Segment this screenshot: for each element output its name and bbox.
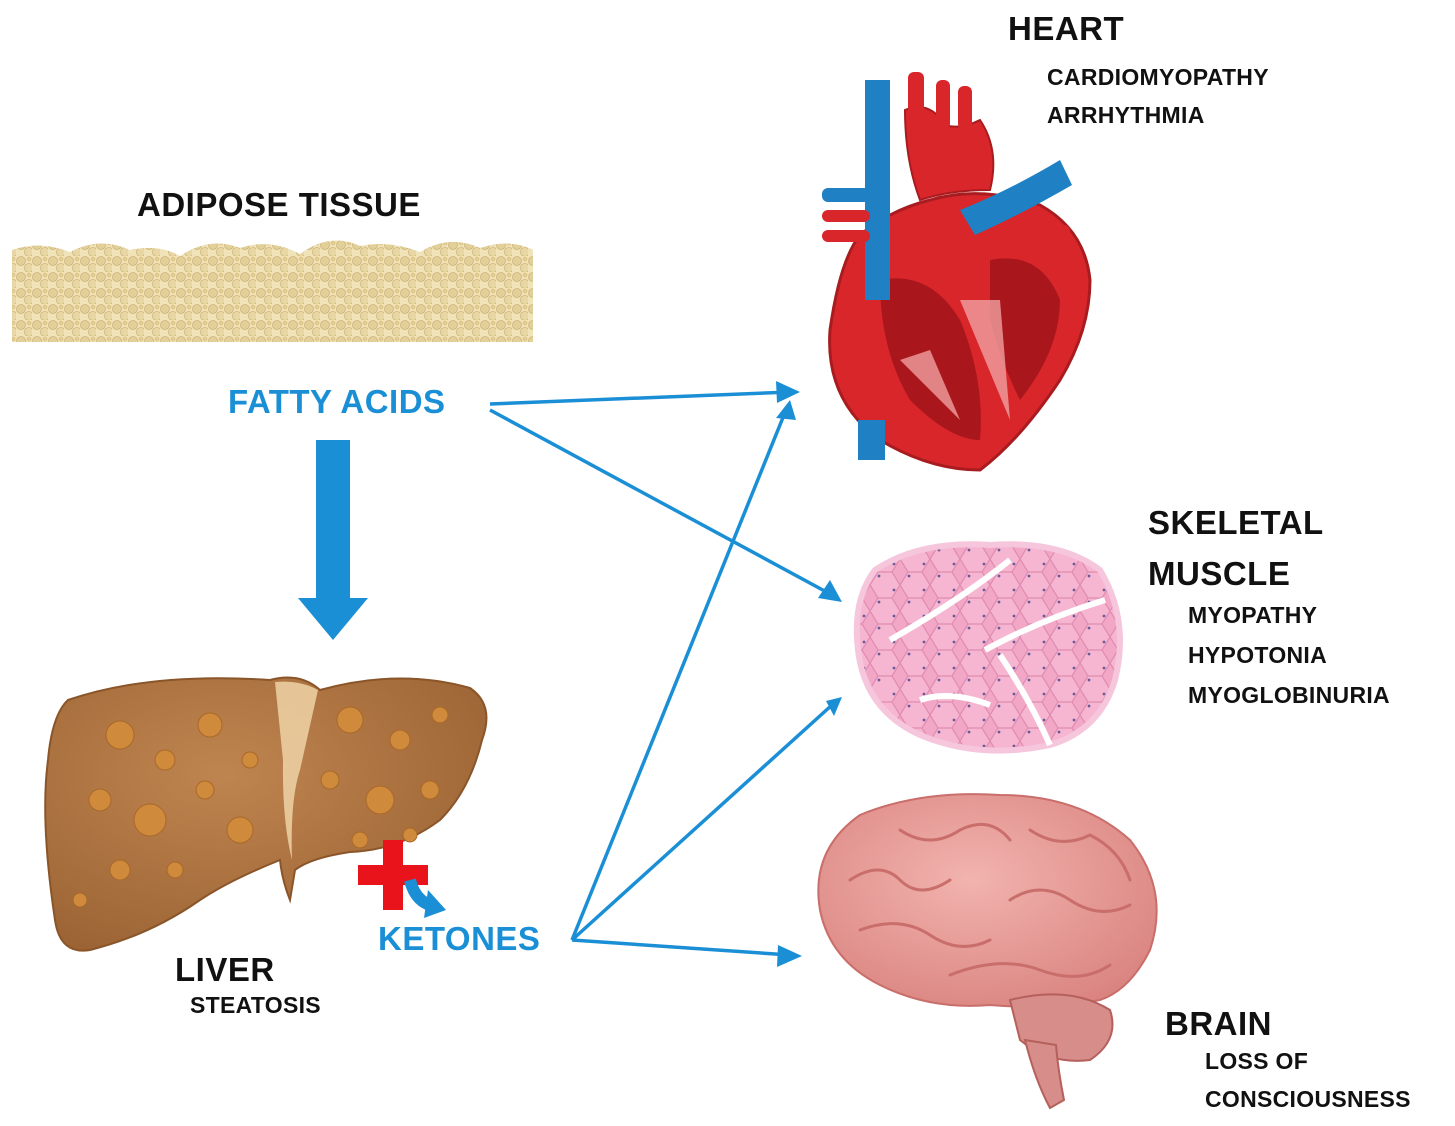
brain-illustration <box>817 793 1158 1110</box>
small-blue-arrow-icon <box>404 878 446 918</box>
adipose-tissue-label: ADIPOSE TISSUE <box>137 186 421 223</box>
adipose-tissue-illustration <box>12 240 533 342</box>
liver-illustration <box>44 676 488 952</box>
liver-condition-steatosis: STEATOSIS <box>190 992 321 1018</box>
liver-label: LIVER <box>175 951 275 988</box>
fatty-acids-label: FATTY ACIDS <box>228 383 446 420</box>
skeletal-muscle-label-line2: MUSCLE <box>1148 555 1291 592</box>
brain-condition-loss-of: LOSS OF <box>1205 1048 1309 1074</box>
muscle-condition-hypotonia: HYPOTONIA <box>1188 642 1328 668</box>
arrow-fatty-acids-to-heart <box>489 390 791 406</box>
heart-illustration <box>822 72 1092 472</box>
brain-condition-consciousness: CONSCIOUSNESS <box>1205 1086 1411 1112</box>
muscle-condition-myoglobinuria: MYOGLOBINURIA <box>1188 682 1390 708</box>
arrow-ketones-to-heart <box>570 409 788 941</box>
connection-arrows <box>489 390 834 957</box>
arrowheads <box>776 381 842 967</box>
arrow-ketones-to-brain <box>571 938 791 957</box>
skeletal-muscle-illustration <box>853 541 1123 754</box>
muscle-condition-myopathy: MYOPATHY <box>1188 602 1318 628</box>
heart-label: HEART <box>1008 10 1125 47</box>
arrow-fatty-acids-to-muscle <box>489 408 833 597</box>
fatty-acids-to-liver-arrow <box>298 440 368 640</box>
heart-condition-cardiomyopathy: CARDIOMYOPATHY <box>1047 64 1269 90</box>
heart-condition-arrhythmia: ARRHYTHMIA <box>1047 102 1205 128</box>
arrow-ketones-to-muscle <box>570 703 834 942</box>
ketones-label: KETONES <box>378 920 541 957</box>
brain-label: BRAIN <box>1165 1005 1272 1042</box>
skeletal-muscle-label-line1: SKELETAL <box>1148 504 1324 541</box>
